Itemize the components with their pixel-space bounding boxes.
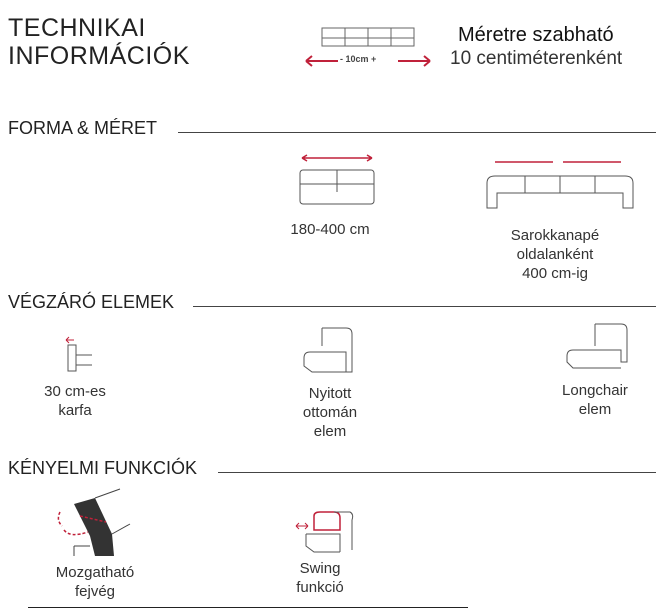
label-line: ottomán <box>302 404 358 421</box>
custom-size-title: Méretre szabható <box>458 24 614 46</box>
title-line1: TECHNIKAI <box>8 14 146 42</box>
bottom-divider <box>28 607 468 608</box>
sofa-size-icon <box>299 154 375 205</box>
adjustable-headrest-label: Mozgatható fejvég <box>40 563 150 601</box>
longchair-icon <box>566 323 628 369</box>
divider <box>178 132 656 133</box>
sofa-width-icon <box>305 27 431 67</box>
divider <box>193 306 656 307</box>
section-title-shape: FORMA & MÉRET <box>8 118 158 138</box>
swing-function-icon <box>295 511 354 553</box>
open-ottoman-icon <box>303 327 353 373</box>
open-ottoman-label: Nyitott ottomán elem <box>280 384 380 441</box>
divider <box>218 472 656 473</box>
label-line: karfa <box>58 402 92 419</box>
armrest-label: 30 cm-es karfa <box>30 382 120 420</box>
title-line2: INFORMÁCIÓK <box>8 42 190 70</box>
corner-label-line: oldalanként <box>516 246 594 263</box>
label-line: Longchair <box>562 382 628 399</box>
corner-label-line: Sarokkanapé <box>510 227 600 244</box>
label-line: elem <box>313 423 347 440</box>
size-range-label: 180-400 cm <box>290 221 370 238</box>
corner-label-line: 400 cm-ig <box>522 265 588 282</box>
longchair-label: Longchair elem <box>545 381 645 419</box>
label-line: Mozgatható <box>55 564 135 581</box>
label-line: Swing <box>299 560 341 577</box>
swing-function-label: Swing funkció <box>270 559 370 597</box>
section-title-ends: VÉGZÁRÓ ELEMEK <box>8 292 175 312</box>
size-step-label: - 10cm + <box>340 54 377 64</box>
corner-sofa-icon <box>486 161 634 209</box>
label-line: fejvég <box>74 583 116 600</box>
label-line: elem <box>578 401 612 418</box>
label-line: funkció <box>296 579 344 596</box>
corner-sofa-label: Sarokkanapé oldalanként 400 cm-ig <box>480 226 630 283</box>
label-line: 30 cm-es <box>44 383 106 400</box>
section-title-comfort: KÉNYELMI FUNKCIÓK <box>8 458 198 478</box>
adjustable-headrest-icon <box>57 488 131 556</box>
custom-size-sub: 10 centiméterenként <box>450 48 623 69</box>
armrest-icon <box>65 336 92 372</box>
label-line: Nyitott <box>308 385 352 402</box>
